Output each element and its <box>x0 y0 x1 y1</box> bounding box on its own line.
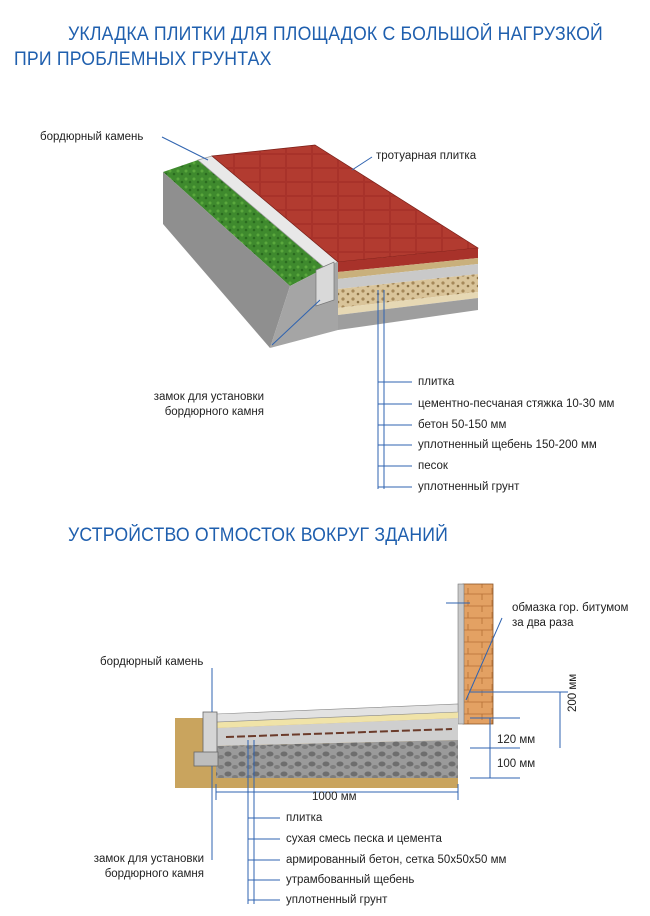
layer-sand <box>338 292 478 315</box>
reinforced-concrete <box>216 718 458 746</box>
soil-left-face <box>163 172 290 348</box>
diagram2-dimensions <box>211 602 568 904</box>
layer-concrete <box>338 264 478 289</box>
section1-title-line1: УКЛАДКА ПЛИТКИ ДЛЯ ПЛОЩАДОК С БОЛЬШОЙ НА… <box>68 24 603 45</box>
curb-stone-label-2: бордюрный камень <box>100 656 204 668</box>
layer-label-sand: песок <box>418 460 448 472</box>
dim-100-label: 100 мм <box>497 758 536 770</box>
section1-title-line2: ПРИ ПРОБЛЕМНЫХ ГРУНТАХ <box>14 49 272 70</box>
blind-area-section <box>175 583 494 788</box>
layer-ground <box>338 298 478 330</box>
layer2-label-concrete: армированный бетон, сетка 50x50x50 мм <box>286 854 507 866</box>
layer-label-concrete: бетон 50-150 мм <box>418 419 507 431</box>
lock-label-line2: бордюрного камня <box>164 406 264 418</box>
brick-wall <box>462 583 494 725</box>
reinforcement-mesh <box>225 728 453 738</box>
dim-200-label: 200 мм <box>567 673 579 712</box>
layer2-label-ground: уплотненный грунт <box>286 894 388 906</box>
rammed-rubble <box>216 740 458 778</box>
layer-label-gravel: уплотненный щебень 150-200 мм <box>418 439 597 451</box>
dim-120-label: 120 мм <box>497 734 536 746</box>
curb-lock-2 <box>193 751 219 767</box>
layer-tile-edge <box>338 248 478 272</box>
lock-label-2-line1: замок для установки <box>93 853 204 865</box>
layer2-label-tile: плитка <box>286 812 323 824</box>
layer-label-ground: уплотненный грунт <box>418 481 520 493</box>
layer-screed <box>338 258 478 279</box>
paving-block <box>163 144 480 348</box>
curb-lock <box>315 261 335 307</box>
lock-label-2-line2: бордюрного камня <box>104 868 204 880</box>
dim-1000-label: 1000 мм <box>312 791 357 803</box>
grass-area <box>163 160 325 286</box>
bitumen-label-line1: обмазка гор. битумом <box>512 602 629 614</box>
paving-tile-label: тротуарная плитка <box>376 150 477 162</box>
dry-sand-cement-mix <box>216 712 458 728</box>
lock-label-line1: замок для установки <box>153 391 264 403</box>
section2-title: УСТРОЙСТВО ОТМОСТОК ВОКРУГ ЗДАНИЙ <box>68 525 449 546</box>
layer-gravel <box>338 274 478 308</box>
diagram1-leaders <box>161 136 412 489</box>
layer-label-tile: плитка <box>418 376 455 388</box>
layer2-label-mix: сухая смесь песка и цемента <box>286 833 442 845</box>
layer2-label-rubble: утрамбованный щебень <box>286 874 415 886</box>
wall-plaster <box>457 583 465 725</box>
curb-stone-label: бордюрный камень <box>40 131 144 143</box>
layer-label-screed: цементно-песчаная стяжка 10-30 мм <box>418 398 615 410</box>
bitumen-label-line2: за два раза <box>512 617 574 629</box>
